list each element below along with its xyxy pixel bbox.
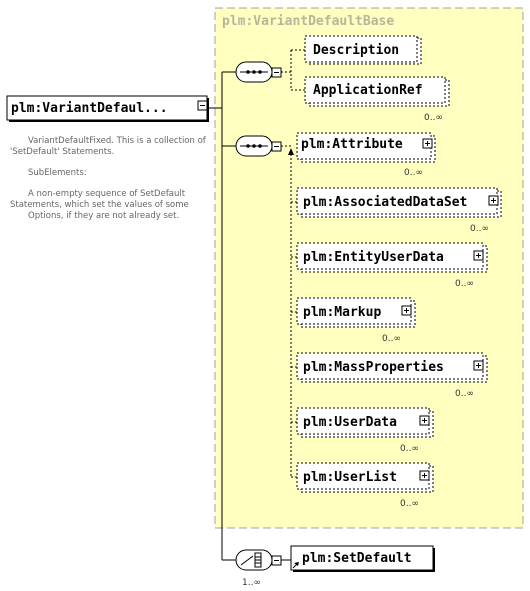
element-attribute[interactable]: plm:Attribute 0..∞ (296, 132, 436, 178)
associated-data-set-expand-icon[interactable] (488, 195, 499, 206)
element-application-ref[interactable]: ApplicationRef 0..∞ (304, 76, 450, 123)
description-label: Description (313, 43, 399, 58)
root-element-label: plm:VariantDefaul... (11, 101, 168, 116)
element-description[interactable]: Description (304, 35, 422, 65)
element-entity-user-data[interactable]: plm:EntityUserData 0..∞ (296, 242, 488, 289)
set-default-cardinality: 1..∞ (242, 578, 261, 588)
connectors (207, 49, 305, 561)
element-markup[interactable]: plm:Markup 0..∞ (296, 297, 416, 344)
doc-line-6: Options, if they are not already set. (28, 211, 179, 221)
application-ref-label: ApplicationRef (313, 83, 423, 98)
element-set-default[interactable]: plm:SetDefault (290, 545, 435, 572)
attribute-cardinality: 0..∞ (404, 168, 423, 178)
root-collapse-icon[interactable] (197, 100, 208, 111)
user-data-cardinality: 0..∞ (400, 444, 419, 454)
attribute-sequence-compositor[interactable] (235, 135, 282, 157)
set-default-box (290, 545, 434, 571)
root-element-box (6, 95, 208, 121)
attribute-ref-arrow-icon (288, 148, 294, 155)
user-list-label: plm:UserList (303, 470, 397, 485)
associated-data-set-label: plm:AssociatedDataSet (303, 195, 467, 210)
doc-line-1: VariantDefaultFixed. This is a collectio… (28, 136, 207, 146)
markup-label: plm:Markup (303, 305, 381, 320)
doc-line-5: Statements, which set the values of some (10, 200, 189, 210)
entity-user-data-label: plm:EntityUserData (303, 250, 444, 265)
base-type-title: plm:VariantDefaultBase (222, 14, 394, 29)
element-mass-properties[interactable]: plm:MassProperties 0..∞ (296, 352, 488, 399)
set-default-compositor[interactable]: 1..∞ (235, 549, 282, 588)
element-user-list[interactable]: plm:UserList 0..∞ (296, 462, 434, 509)
attribute-label: plm:Attribute (301, 137, 403, 152)
entity-user-data-cardinality: 0..∞ (455, 279, 474, 289)
base-sequence-compositor[interactable] (235, 61, 282, 83)
root-element[interactable]: plm:VariantDefaul... (6, 95, 209, 122)
application-ref-cardinality: 0..∞ (424, 113, 443, 123)
user-list-expand-icon[interactable] (419, 470, 430, 481)
markup-expand-icon[interactable] (401, 305, 412, 316)
documentation: VariantDefaultFixed. This is a collectio… (10, 136, 207, 221)
mass-properties-cardinality: 0..∞ (455, 389, 474, 399)
set-default-collapse-icon[interactable] (271, 555, 282, 566)
entity-user-data-expand-icon[interactable] (473, 250, 484, 261)
mass-properties-label: plm:MassProperties (303, 360, 444, 375)
element-associated-data-set[interactable]: plm:AssociatedDataSet 0..∞ (296, 187, 502, 234)
markup-cardinality: 0..∞ (382, 334, 401, 344)
doc-line-4: A non-empty sequence of SetDefault (28, 189, 186, 199)
set-default-label: plm:SetDefault (302, 551, 412, 566)
base-sequence-collapse-icon[interactable] (271, 67, 282, 78)
user-data-expand-icon[interactable] (419, 415, 430, 426)
attribute-expand-icon[interactable] (422, 138, 433, 149)
set-default-ref-arrow-icon (292, 562, 299, 569)
associated-data-set-cardinality: 0..∞ (470, 224, 489, 234)
doc-line-3: SubElements: (28, 168, 87, 178)
mass-properties-expand-icon[interactable] (473, 360, 484, 371)
doc-line-2: 'SetDefault' Statements. (10, 147, 114, 157)
user-data-label: plm:UserData (303, 415, 397, 430)
user-list-cardinality: 0..∞ (400, 499, 419, 509)
attribute-sequence-collapse-icon[interactable] (271, 141, 282, 152)
element-user-data[interactable]: plm:UserData 0..∞ (296, 407, 434, 454)
